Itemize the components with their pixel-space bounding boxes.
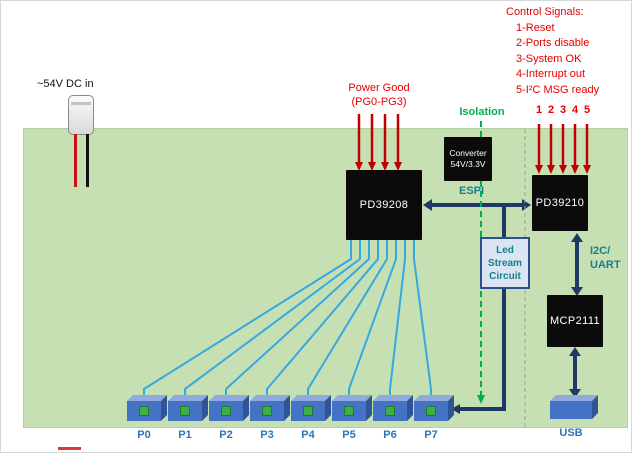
port-box	[250, 401, 284, 421]
i2c-uart-label: I2C/ UART	[590, 244, 621, 272]
port-led-icon	[139, 406, 149, 416]
port-label: P6	[383, 429, 397, 441]
control-signals-legend: Control Signals: 1-Reset 2-Ports disable…	[506, 5, 599, 98]
pd39208-chip: PD39208	[346, 170, 422, 240]
control-signal-item: 5-I²C MSG ready	[516, 83, 600, 96]
port-led-icon	[344, 406, 354, 416]
mcp2111-chip: MCP2111	[547, 295, 603, 347]
port-box	[168, 401, 202, 421]
led-stream-line2: Stream	[488, 257, 522, 269]
led-stream-line1: Led	[496, 244, 514, 256]
i2c-uart-line1: I2C/	[590, 245, 611, 257]
power-good-label: Power Good (PG0-PG3)	[323, 81, 435, 109]
power-good-line2: (PG0-PG3)	[351, 96, 407, 108]
pin-number: 1	[535, 104, 543, 116]
port-led-icon	[180, 406, 190, 416]
port-box	[373, 401, 407, 421]
port-label: P7	[424, 429, 438, 441]
port-label: P0	[137, 429, 151, 441]
led-stream-line3: Circuit	[489, 270, 521, 282]
port-label: P2	[219, 429, 233, 441]
espi-arrow	[423, 199, 531, 211]
control-signal-item: 4-Interrupt out	[516, 68, 586, 80]
i2c-uart-arrow	[571, 233, 583, 296]
pd39210-chip: PD39210	[532, 175, 588, 231]
port-box	[209, 401, 243, 421]
port-box	[127, 401, 161, 421]
capacitor-lead-positive	[74, 134, 77, 187]
pin-number: 5	[583, 104, 591, 116]
port-label: P3	[260, 429, 274, 441]
dc-in-label: ~54V DC in	[37, 78, 94, 90]
control-signals-title: Control Signals:	[506, 6, 584, 18]
control-pin-numbers: 1 2 3 4 5	[533, 104, 593, 116]
espi-label: ESPI	[459, 185, 485, 197]
led-stream-circuit-block: Led Stream Circuit	[480, 237, 530, 289]
port-label: P4	[301, 429, 315, 441]
port-box	[332, 401, 366, 421]
usb-arrow	[569, 347, 581, 398]
port-led-icon	[221, 406, 231, 416]
usb-box	[550, 401, 592, 419]
port-label: P1	[178, 429, 192, 441]
capacitor-lead-negative	[86, 134, 89, 187]
red-mark	[58, 447, 81, 450]
isolation-label: Isolation	[459, 106, 505, 118]
control-signal-item: 1-Reset	[516, 21, 555, 34]
usb-label: USB	[559, 427, 583, 439]
control-signal-item: 3-System OK	[516, 52, 582, 65]
pin-number: 4	[571, 104, 579, 116]
port-box	[414, 401, 448, 421]
power-good-line1: Power Good	[348, 82, 410, 94]
port-box	[291, 401, 325, 421]
converter-block: Converter 54V/3.3V	[444, 137, 492, 181]
control-signal-item: 2-Ports disable	[516, 37, 590, 49]
port-wires	[143, 240, 432, 405]
led-stream-connector	[451, 207, 506, 414]
capacitor-icon	[68, 95, 94, 135]
power-good-arrows	[355, 114, 402, 171]
port-led-icon	[262, 406, 272, 416]
port-led-icon	[385, 406, 395, 416]
port-led-icon	[303, 406, 313, 416]
port-label: P5	[342, 429, 356, 441]
converter-line2: 54V/3.3V	[450, 159, 486, 169]
converter-line1: Converter	[449, 148, 487, 158]
pin-number: 3	[559, 104, 567, 116]
i2c-uart-line2: UART	[590, 259, 621, 271]
control-signal-arrows	[535, 124, 591, 174]
pin-number: 2	[547, 104, 555, 116]
port-led-icon	[426, 406, 436, 416]
